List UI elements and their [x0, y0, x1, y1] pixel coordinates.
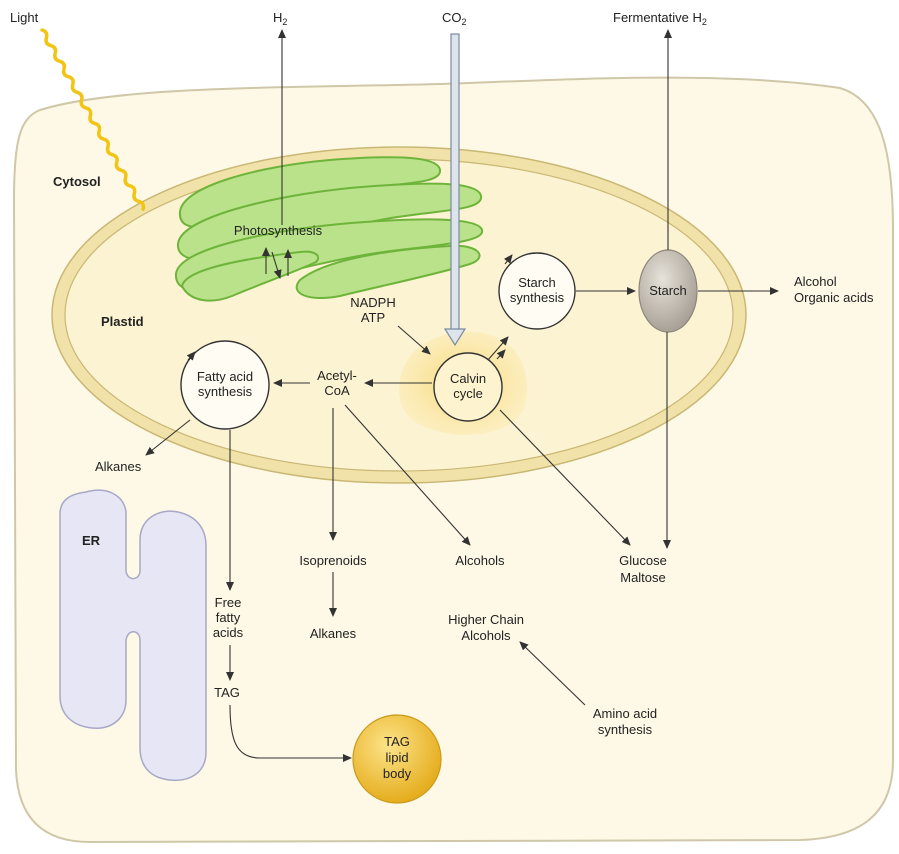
label-calvin-line1: Calvin [450, 371, 486, 386]
calvin-cycle-circle [433, 352, 503, 422]
label-h2: H2 [273, 10, 287, 27]
label-alcohol: Alcohol [794, 274, 837, 289]
tag-lipid-body [352, 714, 442, 804]
label-starch-synthesis-line1: Starch [518, 275, 556, 290]
arrow-acetyl-coa-to-alcohols [344, 404, 471, 546]
label-tag: TAG [214, 685, 240, 700]
label-photosynthesis: Photosynthesis [234, 223, 323, 238]
label-starch: Starch [649, 283, 687, 298]
label-starch-synthesis-line2: synthesis [510, 290, 565, 305]
label-fatty-acid-line2: synthesis [198, 384, 253, 399]
arrow-calvin-to-starch-synthesis [487, 336, 509, 361]
label-alcohols: Alcohols [455, 553, 505, 568]
arrow-tag-to-lipid-body [229, 704, 352, 762]
label-amino-acid-line1: Amino acid [593, 706, 657, 721]
label-alkanes-isoprenoid: Alkanes [310, 626, 357, 641]
label-lipid-body-line1: TAG [384, 734, 410, 749]
label-free-fatty-acids-line3: acids [213, 625, 244, 640]
label-fatty-acid-line1: Fatty acid [197, 369, 253, 384]
label-free-fatty-acids-line2: fatty [216, 610, 241, 625]
photosynthesis-down-arrow [271, 251, 282, 279]
arrow-to-alkanes [145, 419, 191, 456]
calvin-cycle-arrowhead [496, 349, 506, 360]
thylakoid-stack [174, 156, 484, 302]
label-nadph: NADPH [350, 295, 396, 310]
label-calvin-line2: cycle [453, 386, 483, 401]
co2-influx-arrow [443, 33, 467, 347]
fatty-acid-synthesis-circle [180, 340, 270, 430]
label-cytosol: Cytosol [53, 174, 101, 189]
label-free-fatty-acids-line1: Free [215, 595, 242, 610]
endoplasmic-reticulum [59, 489, 207, 782]
arrow-nadph-atp-to-calvin [397, 325, 431, 355]
light-ray [40, 28, 146, 211]
label-light: Light [10, 10, 39, 25]
label-alkanes-fatty: Alkanes [95, 459, 142, 474]
fatty-acid-arrowhead [186, 351, 196, 361]
arrow-amino-acid-to-higher-chain-alcohols [519, 641, 586, 706]
label-higher-chain-line2: Alcohols [461, 628, 511, 643]
label-glucose: Glucose [619, 553, 667, 568]
label-co2: CO2 [442, 10, 467, 27]
label-lipid-body-line3: body [383, 766, 412, 781]
label-higher-chain-line1: Higher Chain [448, 612, 524, 627]
arrow-calvin-to-glucose [499, 409, 631, 546]
label-fermentative-h2: Fermentative H2 [613, 10, 707, 27]
label-acetyl-line1: Acetyl- [317, 368, 357, 383]
label-amino-acid-line2: synthesis [598, 722, 653, 737]
labels: Light H2 CO2 Fermentative H2 Cytosol Pla… [10, 10, 874, 781]
label-lipid-body-line2: lipid [385, 750, 408, 765]
label-atp: ATP [361, 310, 385, 325]
starch-synthesis-arrowhead [503, 254, 513, 265]
label-organic-acids: Organic acids [794, 290, 874, 305]
starch-synthesis-circle [498, 252, 576, 330]
label-acetyl-line2: CoA [324, 383, 350, 398]
label-er: ER [82, 533, 101, 548]
pathway-arrows [145, 29, 779, 762]
label-maltose: Maltose [620, 570, 666, 585]
label-isoprenoids: Isoprenoids [299, 553, 367, 568]
label-plastid: Plastid [101, 314, 144, 329]
